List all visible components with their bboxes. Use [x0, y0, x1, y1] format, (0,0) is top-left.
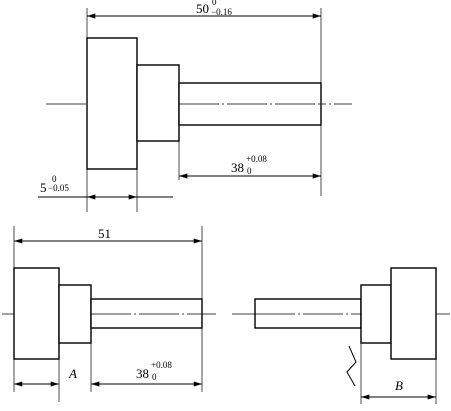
br-collar [360, 284, 392, 344]
top-overall-nominal: 50 [196, 1, 209, 16]
top-head-nominal: 5 [40, 180, 47, 195]
bottom-left-view: 51 A 38 +0.08 0 [2, 226, 216, 402]
break-mark-icon [346, 345, 357, 387]
top-head-lower-dev: −0.05 [48, 183, 69, 193]
top-shaft-upper-dev: +0.08 [246, 154, 267, 164]
top-head-upper-dev: 0 [52, 174, 57, 184]
bl-head-flange [13, 267, 60, 360]
bottom-right-view: B [232, 267, 450, 404]
bl-shaft-lower-dev: 0 [152, 372, 157, 382]
top-collar [136, 64, 180, 142]
bl-shaft [90, 298, 203, 329]
br-head-flange [390, 267, 437, 360]
top-view: 50 0 −0.16 38 +0.08 0 5 0 −0.05 [38, 0, 352, 212]
top-shaft-nominal: 38 [231, 160, 244, 175]
top-shaft-lower-dev: 0 [247, 166, 252, 176]
bl-shaft-nominal: 38 [136, 366, 149, 381]
bl-shaft-upper-dev: +0.08 [151, 360, 172, 370]
br-b-label: B [395, 378, 403, 393]
bl-a-label: A [68, 366, 77, 381]
top-overall-lower-dev: −0.16 [211, 7, 232, 17]
bl-collar [58, 284, 92, 344]
bl-overall-nominal: 51 [98, 226, 111, 241]
top-overall-upper-dev: 0 [212, 0, 217, 7]
top-head-flange [86, 37, 138, 170]
br-shaft [254, 298, 362, 329]
